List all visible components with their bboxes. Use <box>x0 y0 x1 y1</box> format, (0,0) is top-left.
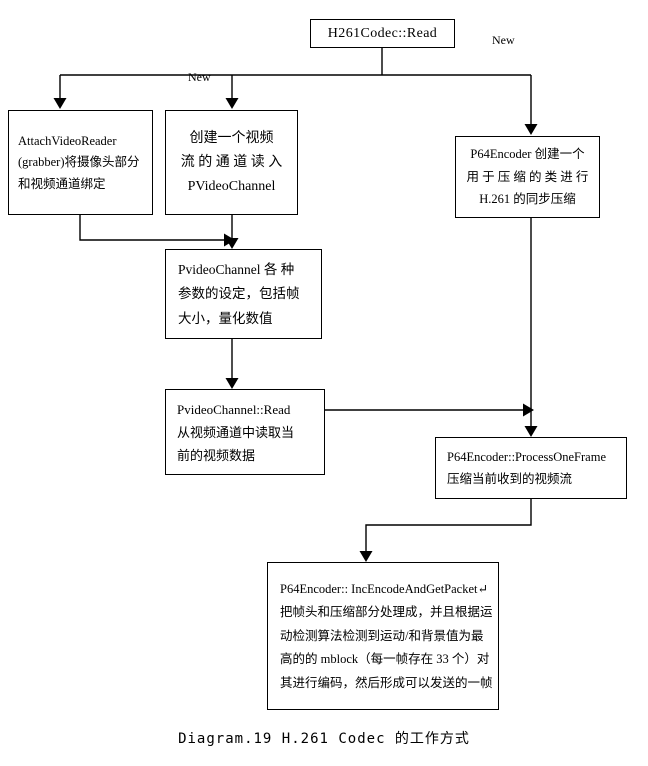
diagram-caption: Diagram.19 H.261 Codec 的工作方式 <box>178 731 470 747</box>
node-line: 其进行编码，然后形成可以发送的一帧 <box>280 675 493 690</box>
node-pvideochannel-params[interactable]: PvideoChannel 各 种 参数的设定，包括帧 大小，量化数值 <box>165 249 322 339</box>
edge-label-new-right: New <box>492 33 515 47</box>
node-line: PvideoChannel::Read <box>177 401 291 417</box>
node-line: (grabber)将摄像头部分 <box>18 155 140 170</box>
node-line: 从视频通道中读取当 <box>177 424 295 440</box>
node-create-video-channel[interactable]: 创建一个视频 流 的 通 道 读 入 PVideoChannel <box>165 110 298 215</box>
arrowhead-params <box>225 238 239 249</box>
node-line: 把帧头和压缩部分处理成，并且根据运 <box>280 605 493 620</box>
node-line: 参数的设定，包括帧 <box>178 286 300 302</box>
node-line: AttachVideoReader <box>18 133 117 148</box>
node-pvideochannel-read[interactable]: PvideoChannel::Read 从视频通道中读取当 前的视频数据 <box>165 389 325 475</box>
arrowhead-merge-left <box>224 233 235 247</box>
arrowhead-create <box>225 98 239 109</box>
node-line: 前的视频数据 <box>177 447 256 463</box>
arrowhead-attach <box>53 98 67 109</box>
node-line: P64Encoder::ProcessOneFrame <box>447 449 606 464</box>
node-line: H.261 的同步压缩 <box>479 192 576 207</box>
node-p64encoder-processoneframe[interactable]: P64Encoder::ProcessOneFrame 压缩当前收到的视频流 <box>435 437 627 499</box>
node-attach-video-reader[interactable]: AttachVideoReader (grabber)将摄像头部分 和视频通道绑… <box>8 110 153 215</box>
arrowhead-column-join <box>523 403 534 417</box>
node-line: 和视频通道绑定 <box>18 176 106 191</box>
node-line: 大小，量化数值 <box>178 310 273 326</box>
edge-label-new-left: New <box>188 70 211 84</box>
node-line: PVideoChannel <box>187 178 276 194</box>
node-p64encoder-incencodeandgetpacket[interactable]: P64Encoder:: IncEncodeAndGetPacket↵ 把帧头和… <box>267 562 499 710</box>
node-p64encoder-create[interactable]: P64Encoder 创建一个 用 于 压 缩 的 类 进 行 H.261 的同… <box>455 136 600 218</box>
edge-process-to-inc <box>365 499 532 553</box>
arrowhead-chread <box>225 378 239 389</box>
node-line: 创建一个视频 <box>189 130 274 146</box>
edge-attach-to-merge <box>79 215 225 241</box>
arrowhead-process <box>524 426 538 437</box>
node-line: 流 的 通 道 读 入 <box>180 154 283 170</box>
node-line: 用 于 压 缩 的 类 进 行 <box>466 169 589 184</box>
arrowhead-inc <box>359 551 373 562</box>
node-h261codec-read[interactable]: H261Codec::Read <box>310 19 455 48</box>
node-line: H261Codec::Read <box>327 25 438 41</box>
node-line: 动检测算法检测到运动/和背景值为最 <box>280 628 484 643</box>
node-line: P64Encoder:: IncEncodeAndGetPacket↵ <box>280 581 488 596</box>
node-line: P64Encoder 创建一个 <box>470 147 585 162</box>
node-line: 高的的 mblock（每一帧存在 33 个）对 <box>280 652 490 667</box>
node-line: PvideoChannel 各 种 <box>178 261 295 277</box>
arrowhead-p64create <box>524 124 538 135</box>
node-line: 压缩当前收到的视频流 <box>447 472 573 486</box>
